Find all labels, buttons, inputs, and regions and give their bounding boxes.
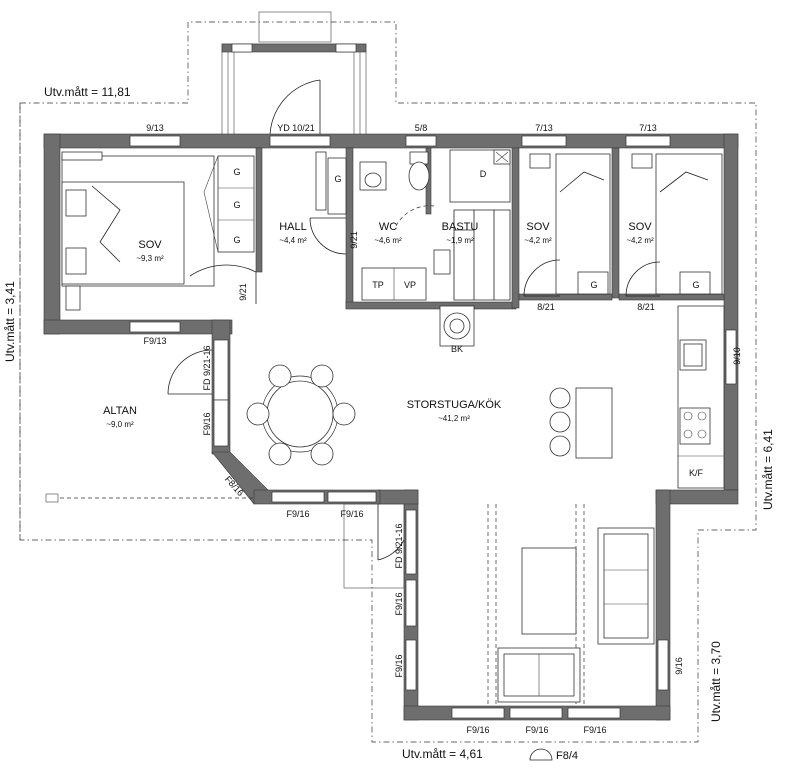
room-name: HALL [279, 221, 307, 233]
window-label: F9/16 [525, 725, 548, 735]
fixture-label: VP [404, 280, 416, 290]
window-label: F9/16 [394, 592, 404, 615]
fixture-label: G [233, 200, 240, 210]
fixture-label: G [334, 174, 341, 184]
opening-labels: 9/13 YD 10/21 5/8 7/13 7/13 9/21 9/21 8/… [143, 123, 742, 735]
bk-stove [439, 305, 475, 347]
dimension-label: Utv.mått = 3,41 [3, 281, 17, 362]
dimension-labels: Utv.mått = 11,81 Utv.mått = 3,41 Utv.måt… [3, 82, 775, 761]
kitchen [549, 305, 725, 489]
dimension-label: Utv.mått = 6,41 [761, 429, 775, 510]
window-label: 7/13 [535, 123, 553, 133]
entry-porch [221, 11, 367, 139]
door-label: 9/21 [238, 283, 248, 301]
room-area: ~9,0 m² [106, 420, 134, 429]
room-name: ALTAN [103, 405, 137, 417]
window-label: F9/16 [286, 509, 309, 519]
room-name: SOV [526, 221, 550, 233]
window-label: F9/16 [394, 654, 404, 677]
door-label: 8/21 [637, 302, 655, 312]
window-label: F9/13 [143, 336, 166, 346]
room-name: SOV [628, 221, 652, 233]
room-name: WC [379, 221, 397, 233]
room-name: BASTU [442, 221, 479, 233]
fixture-label: G [233, 235, 240, 245]
fixture-label: G [233, 167, 240, 177]
room-area: ~4,6 m² [374, 236, 402, 245]
sov2-furniture [523, 153, 611, 297]
room-area: ~9,3 m² [136, 254, 164, 263]
door-label: YD 10/21 [277, 123, 315, 133]
window-label: 9/16 [674, 657, 684, 675]
dimension-label: Utv.mått = 4,61 [402, 747, 483, 761]
fixture-label: K/F [689, 468, 704, 478]
fixture-label: G [692, 280, 699, 290]
window-label: 9/10 [732, 347, 742, 365]
dimension-lines [19, 21, 757, 743]
room-area: ~4,2 m² [524, 236, 552, 245]
room-area: ~4,2 m² [626, 236, 654, 245]
altan-deck [45, 349, 254, 503]
hall-furniture [309, 151, 347, 255]
window-label: 9/13 [146, 123, 164, 133]
half-circle-icon [529, 748, 553, 761]
room-labels: SOV ~9,3 m² HALL ~4,4 m² WC ~4,6 m² BAST… [103, 221, 654, 429]
dimension-label: Utv.mått = 3,70 [709, 641, 723, 722]
room-area: ~4,4 m² [279, 236, 307, 245]
legend: F8/4 [529, 748, 578, 762]
door-label: FD 9/21-16 [394, 523, 404, 568]
fixture-label: BK [451, 344, 463, 354]
wc-fixtures [359, 151, 435, 227]
interior-walls [255, 147, 725, 310]
fixture-label: TP [372, 280, 384, 290]
dining-set [246, 364, 356, 466]
window-label: 5/8 [415, 123, 428, 133]
window-label: F9/16 [340, 509, 363, 519]
window-label: F9/16 [466, 725, 489, 735]
door-label: FD 9/21-16 [202, 345, 212, 390]
room-name: SOV [138, 239, 162, 251]
window-label: 7/13 [639, 123, 657, 133]
room-name: STORSTUGA/KÖK [407, 399, 502, 411]
fixture-label: D [480, 169, 487, 179]
legend-label: F8/4 [556, 750, 578, 762]
sov1-furniture [61, 151, 257, 311]
window-openings [129, 135, 737, 719]
door-label: 9/21 [349, 231, 359, 249]
room-area: ~1,9 m² [446, 236, 474, 245]
room-area: ~41,2 m² [438, 414, 470, 423]
lounge-furniture [497, 527, 655, 703]
sov3-furniture [625, 153, 723, 297]
bastu [433, 149, 511, 301]
fixture-label: G [590, 280, 597, 290]
dimension-label: Utv.mått = 11,81 [44, 85, 131, 99]
door-label: 8/21 [537, 302, 555, 312]
fixture-labels: G G G G D TP VP G G BK K/F [233, 167, 703, 478]
window-label: F9/16 [583, 725, 606, 735]
window-label: F9/16 [202, 412, 212, 435]
